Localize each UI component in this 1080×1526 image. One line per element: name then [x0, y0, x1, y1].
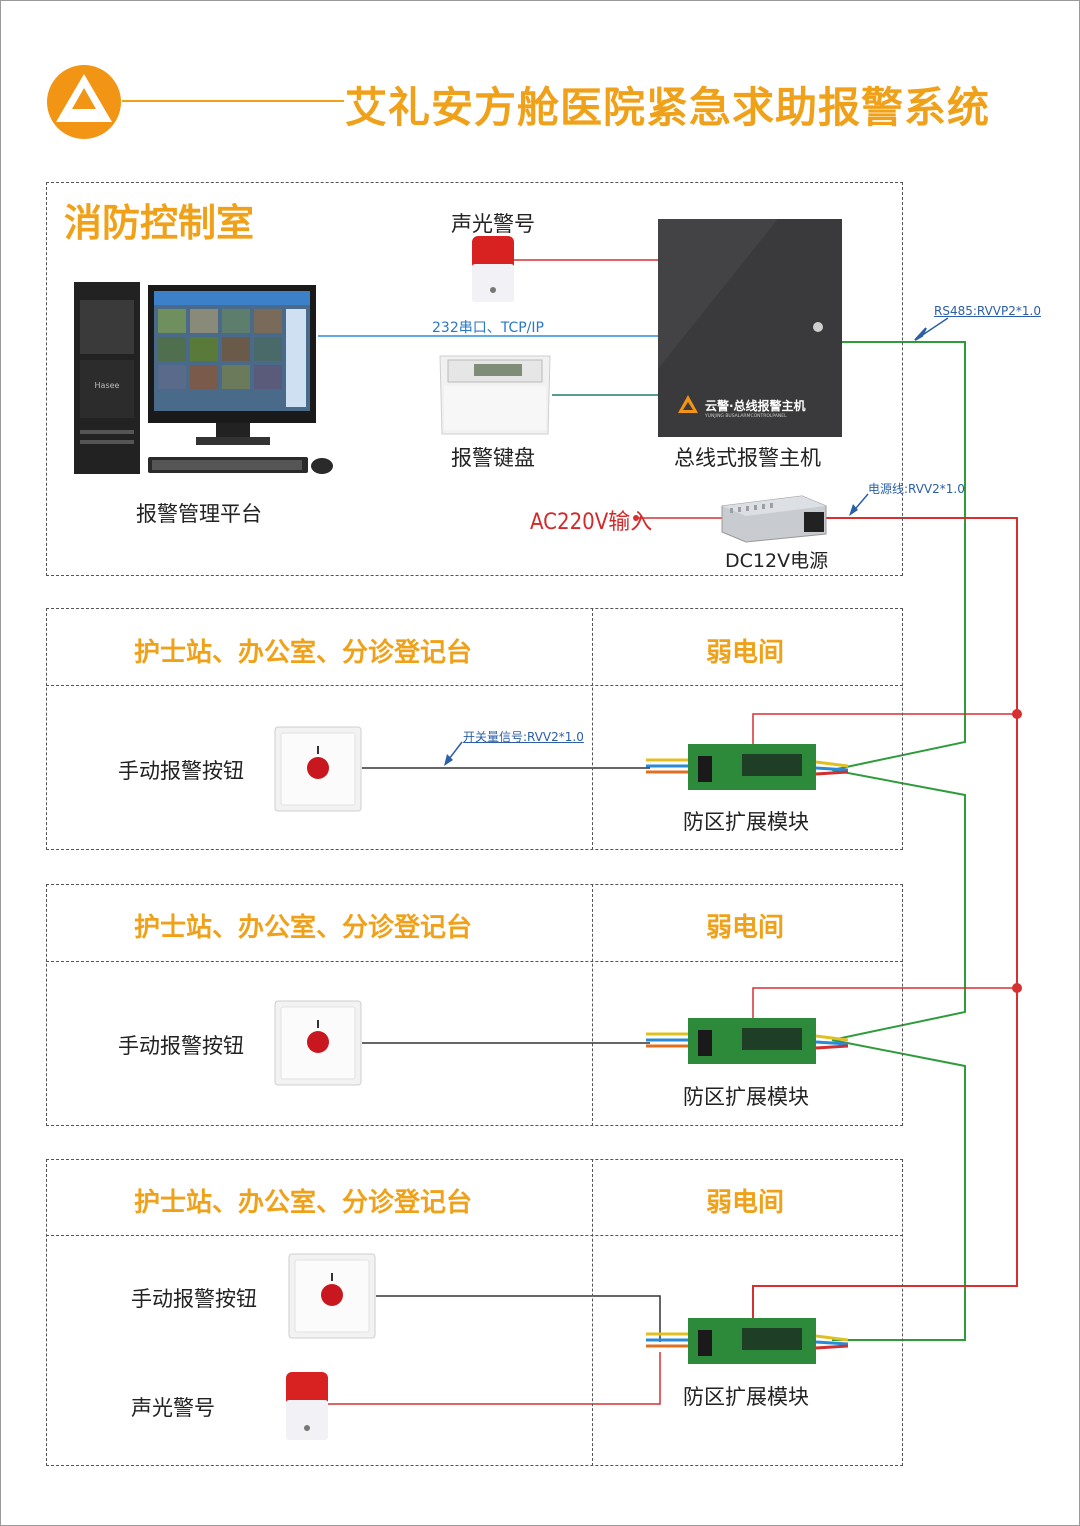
zone-3-button-label: 手动报警按钮	[131, 1287, 257, 1311]
keyboard-icon	[148, 457, 333, 474]
zone-3-box	[46, 1159, 903, 1466]
zone-2-box	[46, 884, 903, 1126]
zone-3-siren-icon	[286, 1372, 328, 1440]
zone-3-area-header: 护士站、办公室、分诊登记台	[134, 1188, 473, 1218]
zone-2-header-divider	[46, 961, 903, 962]
zone-1-column-divider	[592, 608, 593, 850]
zone-1-box	[46, 608, 903, 850]
siren-label: 声光警号	[451, 212, 535, 236]
psu-icon	[721, 495, 827, 543]
rs485-label: RS485:RVVP2*1.0	[934, 304, 1041, 318]
power-drop-2	[752, 987, 1017, 1018]
control-room-box	[46, 182, 903, 576]
logo-icon	[47, 65, 121, 139]
zone-3-module-icon	[646, 1318, 848, 1364]
title-rule	[122, 100, 344, 102]
zone-1-module-icon	[646, 744, 848, 790]
control-room-title: 消防控制室	[64, 201, 255, 245]
pc-brand: Hasee	[95, 381, 120, 390]
zone-1-module-label: 防区扩展模块	[683, 810, 809, 834]
zone-2-module-label: 防区扩展模块	[683, 1085, 809, 1109]
zone-1-alarm-button-icon	[274, 726, 362, 812]
siren-icon	[472, 236, 514, 302]
zone-3-alarm-button-icon	[288, 1253, 376, 1339]
host-brand: 云警·总线报警主机	[705, 398, 806, 413]
power-bus	[752, 517, 1018, 1318]
keypad-label: 报警键盘	[451, 446, 535, 470]
siren-wire-3	[328, 1352, 661, 1405]
conn-label: 232串口、TCP/IP	[432, 320, 544, 336]
alarm-host-icon: 云警·总线报警主机 YUNJING BUSALARMCONTROLPANEL	[658, 219, 842, 437]
zone-3-module-label: 防区扩展模块	[683, 1385, 809, 1409]
zone-1-area-header: 护士站、办公室、分诊登记台	[134, 638, 473, 668]
zone-1-room-header: 弱电间	[706, 638, 785, 668]
rs485-bus-3	[831, 1039, 966, 1341]
zone-3-siren-label: 声光警号	[131, 1396, 215, 1420]
page-title: 艾礼安方舱医院紧急求助报警系统	[345, 83, 991, 132]
zone-2-module-icon	[646, 1018, 848, 1064]
power-line-label: 电源线:RVV2*1.0	[868, 482, 965, 496]
zone-1-button-label: 手动报警按钮	[118, 759, 244, 783]
zone-2-alarm-button-icon	[274, 1000, 362, 1086]
signal-wire-3	[376, 1295, 661, 1342]
host-brand-sub: YUNJING BUSALARMCONTROLPANEL	[704, 413, 787, 419]
pc-label: 报警管理平台	[136, 502, 262, 526]
zone-2-column-divider	[592, 884, 593, 1126]
zone-3-header-divider	[46, 1235, 903, 1236]
zone-2-area-header: 护士站、办公室、分诊登记台	[134, 913, 473, 943]
power-drop-1	[752, 713, 1017, 744]
rs485-bus-1	[831, 341, 966, 771]
zone-2-button-label: 手动报警按钮	[118, 1034, 244, 1058]
psu-label: DC12V电源	[725, 550, 829, 572]
zone-1-signal-label: 开关量信号:RVV2*1.0	[463, 730, 584, 744]
ac-input-label: AC220V输入	[530, 510, 653, 535]
zone-1-header-divider	[46, 685, 903, 686]
pc-tower-icon: Hasee	[74, 282, 140, 474]
rs485-bus-2	[831, 769, 966, 1041]
zone-3-room-header: 弱电间	[706, 1188, 785, 1218]
zone-2-room-header: 弱电间	[706, 913, 785, 943]
host-label: 总线式报警主机	[674, 446, 821, 470]
zone-3-column-divider	[592, 1159, 593, 1466]
keypad-icon	[439, 355, 551, 435]
monitor-icon	[148, 285, 316, 445]
